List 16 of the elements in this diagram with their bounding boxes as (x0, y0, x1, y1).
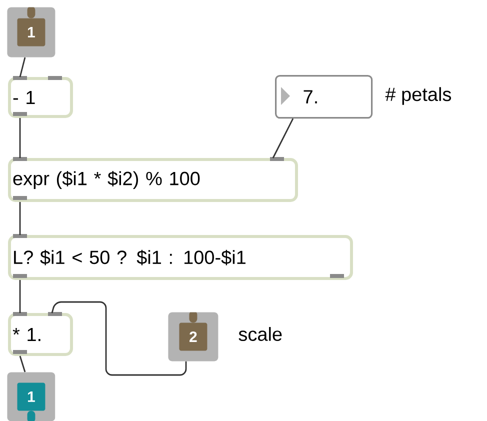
inlet-box: 2 (168, 312, 218, 362)
patch-cord (272, 118, 294, 158)
patch-cord (19, 202, 21, 235)
comment-text: # petals (385, 87, 452, 105)
object-box: * 1. (8, 312, 73, 356)
inlet-box: 1 (7, 7, 56, 58)
comment-text: scale (238, 327, 282, 341)
object-box: - 1 (8, 76, 73, 118)
patch-cord (19, 280, 21, 313)
patch-cord (19, 57, 26, 78)
patch-cord (19, 356, 26, 372)
object-box: expr ($i1 * $i2) % 100 (8, 157, 298, 202)
patch-cord (19, 118, 21, 158)
object-box: L? $i1 < 50 ? $i1 : 100-$i1 (8, 234, 353, 280)
outlet-box: 1 (7, 372, 56, 421)
number-box: 7. (275, 75, 373, 119)
